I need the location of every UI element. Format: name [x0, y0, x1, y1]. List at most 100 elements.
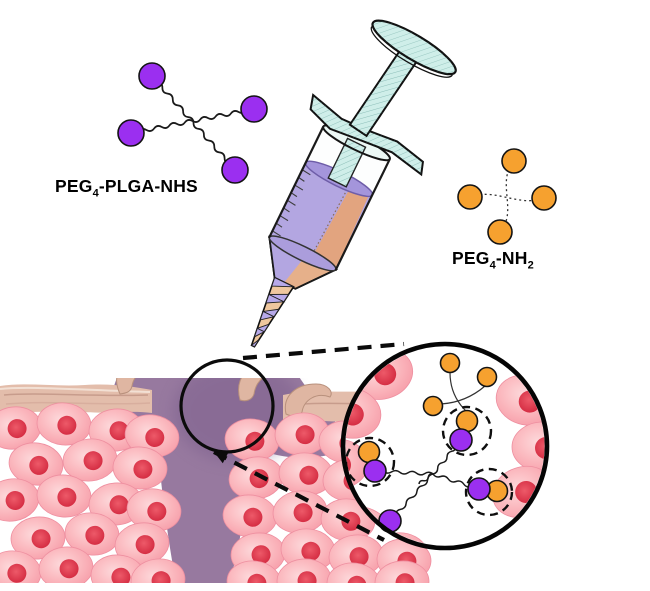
peg-plga-nhs-bead	[449, 428, 473, 452]
graduation-tick	[287, 199, 296, 206]
label-text: PEG	[55, 176, 93, 196]
peg-plga-nhs-bead	[221, 156, 249, 184]
cell-nucleus	[301, 541, 321, 561]
cell-nucleus	[7, 563, 27, 583]
graduation-tick	[298, 176, 305, 182]
cell-nucleus	[251, 545, 271, 565]
tissue-cell	[278, 452, 334, 496]
cell-nucleus	[133, 459, 153, 479]
peg-plga-nhs-bead	[467, 477, 491, 501]
needle-triangle	[265, 293, 286, 304]
peg4-nh2-molecule	[457, 148, 557, 245]
tissue-cell	[274, 412, 330, 456]
tissue-cell	[374, 560, 430, 583]
cell-nucleus	[29, 455, 49, 475]
syringe	[250, 19, 457, 348]
tissue-cell	[10, 516, 66, 560]
label-subscript: 2	[527, 259, 534, 272]
inset-ring	[340, 341, 550, 551]
cell-nucleus	[5, 490, 25, 510]
graduation-tick	[275, 222, 283, 228]
peg-nh2-bead	[487, 219, 513, 245]
peg-plga-nhs-bead	[363, 459, 387, 483]
label-text: PEG	[452, 248, 490, 268]
cell-nucleus	[109, 421, 129, 441]
peg-nh2-bead	[476, 366, 498, 388]
tissue-cell	[326, 562, 382, 583]
cell-nucleus	[145, 428, 165, 448]
tissue-cell	[8, 442, 64, 486]
tissue-cell	[36, 402, 92, 446]
cell-nucleus	[247, 573, 267, 583]
peg-arm-wavy-line	[151, 75, 236, 171]
label-text: -PLGA-NHS	[98, 176, 198, 196]
magnifier-small-circle	[179, 358, 275, 454]
cell-nucleus	[31, 529, 51, 549]
syringe-plunger	[348, 19, 457, 138]
tissue-cell	[36, 474, 92, 518]
syringe-needle	[250, 276, 295, 348]
cell-nucleus	[109, 495, 129, 515]
peg-nh2-bead	[531, 185, 557, 211]
tissue-cell	[126, 488, 182, 532]
connector-arrowhead	[214, 452, 229, 464]
crosslinked-pair-circle	[464, 467, 514, 517]
cell-nucleus	[151, 571, 171, 583]
cell-nucleus	[249, 469, 269, 489]
graduation-tick	[272, 230, 281, 237]
tissue-cell	[112, 446, 168, 490]
peg4-plga-nhs-molecule	[117, 62, 268, 184]
peg-nh2-bead	[439, 352, 461, 374]
graduation-tick	[283, 207, 290, 213]
label-text: -NH	[495, 248, 528, 268]
cell-nucleus	[83, 451, 103, 471]
peg-plga-nhs-bead	[138, 62, 166, 90]
needle-triangle	[259, 310, 276, 321]
cell-nucleus	[243, 507, 263, 527]
cell-nucleus	[295, 425, 315, 445]
skin-flap	[116, 378, 332, 417]
needle-triangle	[253, 327, 266, 338]
healthy-cells-left	[0, 402, 186, 583]
cell-nucleus	[111, 567, 131, 583]
syringe-barrel	[267, 124, 391, 290]
cell-nucleus	[85, 525, 105, 545]
tissue-cell	[130, 558, 186, 583]
cell-nucleus	[299, 465, 319, 485]
cell-nucleus	[349, 547, 369, 567]
peg-nh2-bead	[422, 395, 444, 417]
graduation-tick	[294, 184, 304, 191]
peg-linker-line	[440, 385, 486, 405]
cell-nucleus	[7, 419, 27, 439]
peg-plga-nhs-bead	[117, 119, 145, 147]
cell-nucleus	[135, 535, 155, 555]
barrel-graduations	[272, 169, 311, 237]
peg-arm-wavy-line	[130, 107, 255, 135]
label-subscript: 4	[489, 259, 496, 272]
skin-left	[0, 384, 152, 413]
label-subscript: 4	[92, 187, 99, 200]
cell-nucleus	[297, 571, 317, 583]
peg-arm-wavy-line	[418, 473, 434, 485]
tissue-cell	[90, 554, 146, 583]
peg-nh2-bead	[501, 148, 527, 174]
tissue-cell	[114, 522, 170, 566]
peg-nh2-bead	[457, 184, 483, 210]
graduation-tick	[301, 169, 311, 176]
needle-triangle	[250, 338, 260, 348]
peg-plga-nhs-bead	[240, 95, 268, 123]
tissue-cell	[272, 490, 328, 534]
magnifier	[179, 341, 405, 542]
cell-nucleus	[341, 511, 361, 531]
cell-nucleus	[147, 501, 167, 521]
tissue-cell	[38, 546, 94, 583]
peg-linker-line	[449, 372, 468, 413]
label-peg4-nh2: PEG4-NH2	[452, 248, 534, 272]
cell-nucleus	[535, 437, 545, 459]
cell-nucleus	[347, 575, 367, 583]
cell-nucleus	[293, 503, 313, 523]
graduation-tick	[290, 192, 298, 198]
tissue-cell	[0, 550, 42, 583]
magnifier-connector	[213, 450, 385, 542]
